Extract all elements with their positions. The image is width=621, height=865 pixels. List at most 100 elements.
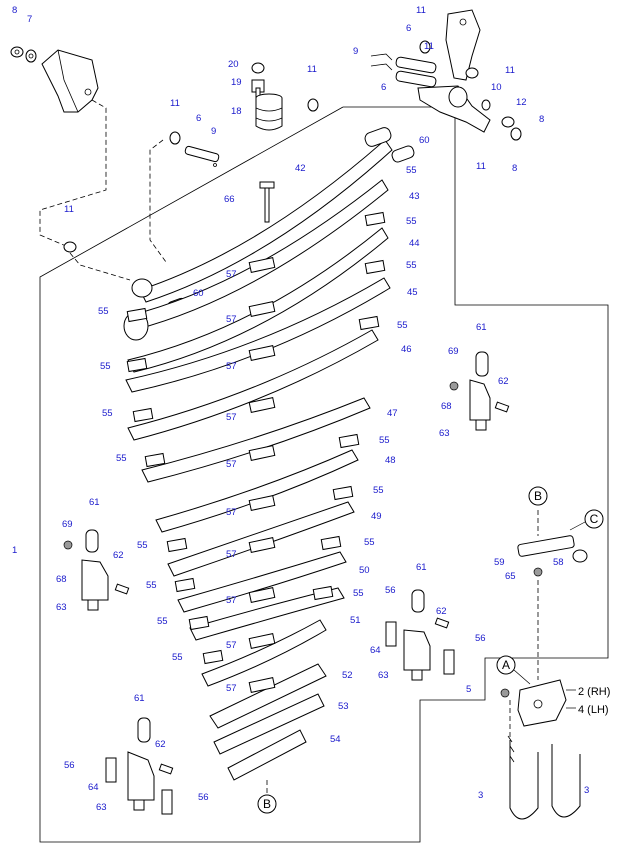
svg-text:B: B	[534, 489, 542, 503]
part-label-p6a: 6	[406, 23, 411, 34]
svg-text:A: A	[502, 658, 510, 672]
callout-b-top: B	[528, 486, 548, 506]
part-label-p57h: 57	[226, 595, 237, 606]
part-label-p55b: 55	[406, 216, 417, 227]
part-label-p57b: 57	[226, 314, 237, 325]
part-label-p63c: 63	[378, 670, 389, 681]
part-label-p6c: 6	[196, 113, 201, 124]
part-label-p52: 52	[342, 670, 353, 681]
part-label-p10: 10	[491, 82, 502, 93]
part-label-p55h: 55	[379, 435, 390, 446]
part-label-p9a: 9	[353, 46, 358, 57]
part-label-p11a: 11	[416, 5, 426, 16]
callout-a: A	[496, 655, 531, 685]
front-hanger-bracket	[10, 46, 107, 247]
part-label-p57g: 57	[226, 549, 237, 560]
part-label-p69a: 69	[448, 346, 459, 357]
part-label-p57j: 57	[226, 683, 237, 694]
rear-shackle-bracket	[370, 9, 522, 141]
part-label-p63b: 63	[56, 602, 67, 613]
svg-text:C: C	[590, 512, 599, 526]
part-label-p49: 49	[371, 511, 382, 522]
part-label-p55k: 55	[364, 537, 375, 548]
part-label-p51: 51	[350, 615, 361, 626]
svg-text:B: B	[263, 797, 271, 811]
part-label-p18: 18	[231, 106, 242, 117]
part-label-p56a: 56	[385, 585, 396, 596]
part-label-p63a: 63	[439, 428, 450, 439]
part-label-p68a: 68	[441, 401, 452, 412]
part-label-p8c: 8	[512, 163, 517, 174]
part-label-p20: 20	[228, 59, 239, 70]
part-label-p3a: 3	[478, 790, 483, 801]
part-label-p60a: 60	[419, 135, 430, 146]
part-label-p62c: 62	[436, 606, 447, 617]
part-label-p53: 53	[338, 701, 349, 712]
callout-c: C	[569, 509, 604, 531]
part-label-p62b: 62	[113, 550, 124, 561]
clip-assembly-center-right	[385, 589, 455, 681]
part-label-p58: 58	[553, 557, 564, 568]
part-label-p3b: 3	[584, 785, 589, 796]
part-label-p55c: 55	[406, 260, 417, 271]
part-label-p64a: 64	[370, 645, 381, 656]
part-label-p8b: 8	[539, 114, 544, 125]
part-label-p12: 12	[516, 97, 527, 108]
part-label-p42: 42	[295, 163, 306, 174]
part-label-p64b: 64	[88, 782, 99, 793]
part-label-p61c: 61	[416, 562, 427, 573]
part-label-p57d: 57	[226, 412, 237, 423]
clip-assembly-bottom-left	[105, 717, 174, 815]
part-label-p19: 19	[231, 77, 242, 88]
spring-seat-and-u-bolts	[500, 510, 588, 820]
part-label-p56b: 56	[475, 633, 486, 644]
part-label-p65: 65	[505, 571, 516, 582]
part-label-p55d: 55	[98, 306, 109, 317]
part-label-p45: 45	[407, 287, 418, 298]
part-label-p11c: 11	[505, 65, 515, 76]
part-label-p69b: 69	[62, 519, 73, 530]
part-label-p43: 43	[409, 191, 420, 202]
bump-stopper	[251, 62, 283, 131]
part-label-p6b: 6	[381, 82, 386, 93]
part-label-p11e: 11	[170, 98, 180, 109]
part-label-p55a: 55	[406, 165, 417, 176]
part-label-p57c: 57	[226, 361, 237, 372]
callout-b-bottom: B	[257, 794, 277, 814]
part-label-p7a: 7	[27, 14, 32, 25]
part-label-p59: 59	[494, 557, 505, 568]
part-label-p55f: 55	[100, 361, 111, 372]
front-pin-group	[63, 98, 319, 281]
part-label-p54: 54	[330, 734, 341, 745]
part-label-p56c: 56	[64, 760, 75, 771]
part-label-p55g: 55	[102, 408, 113, 419]
part-label-p1: 1	[12, 545, 17, 556]
part-label-p62a: 62	[498, 376, 509, 387]
part-label-p47: 47	[387, 408, 398, 419]
label-lh: 4 (LH)	[578, 704, 609, 716]
assembly-boundary	[39, 106, 609, 843]
part-label-p48: 48	[385, 455, 396, 466]
part-label-p55i: 55	[116, 453, 127, 464]
part-label-p66: 66	[224, 194, 235, 205]
part-label-p55p: 55	[172, 652, 183, 663]
part-label-p57f: 57	[226, 507, 237, 518]
part-label-p9b: 9	[211, 126, 216, 137]
part-label-p11d: 11	[307, 64, 317, 75]
clip-assembly-upper-right	[449, 351, 510, 431]
part-label-p61d: 61	[134, 693, 145, 704]
label-rh: 2 (RH)	[578, 686, 610, 698]
part-label-p44: 44	[409, 238, 420, 249]
part-label-p57i: 57	[226, 640, 237, 651]
part-label-p60b: 60	[193, 288, 204, 299]
part-label-p55e: 55	[397, 320, 408, 331]
part-label-p62d: 62	[155, 739, 166, 750]
leaf-spring-stack	[123, 127, 415, 795]
part-label-p61a: 61	[476, 322, 487, 333]
part-label-p55m: 55	[146, 580, 157, 591]
part-label-p55n: 55	[353, 588, 364, 599]
part-label-p11g: 11	[64, 204, 74, 215]
part-label-p56d: 56	[198, 792, 209, 803]
